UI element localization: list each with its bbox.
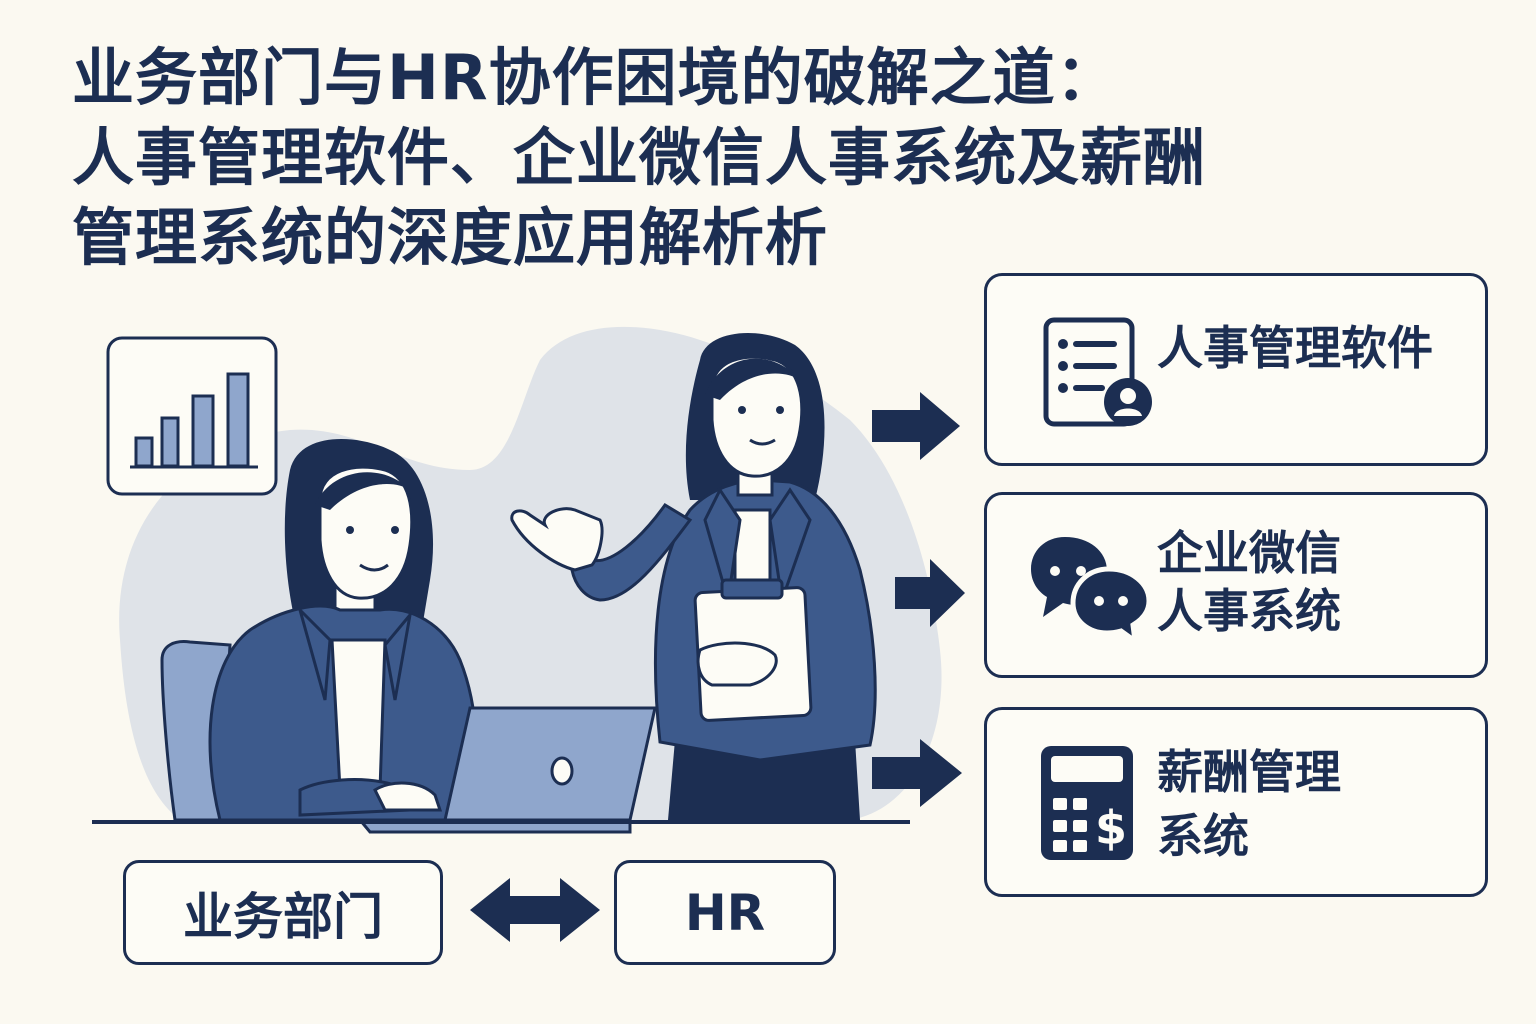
system-card-wecom-hr[interactable]: 企业微信 人事系统 <box>984 492 1488 678</box>
arrow-right-3 <box>872 739 962 807</box>
system-card-hr-software[interactable]: 人事管理软件 <box>984 273 1488 466</box>
system-label-payroll-2: 系统 <box>1157 809 1249 863</box>
title-line-2: 人事管理软件、企业微信人事系统及薪酬 <box>72 121 1207 194</box>
business-dept-box[interactable]: 业务部门 <box>123 860 443 965</box>
bar-chart-icon <box>106 336 278 496</box>
business-dept-label: 业务部门 <box>183 887 383 946</box>
hr-document-icon <box>1043 317 1152 427</box>
double-arrow <box>470 878 600 942</box>
system-card-payroll[interactable]: $ 薪酬管理 系统 <box>984 707 1488 897</box>
standing-woman <box>510 333 877 820</box>
arrow-right-2 <box>895 559 965 627</box>
hr-label: HR <box>684 883 766 942</box>
page-title: 业务部门与HR协作困境的破解之道： 人事管理软件、企业微信人事系统及薪酬 管理系… <box>72 38 1206 278</box>
svg-text:$: $ <box>1095 801 1127 855</box>
calculator-dollar-icon: $ <box>1041 746 1133 860</box>
system-label-payroll-1: 薪酬管理 <box>1157 745 1341 799</box>
system-label-wecom-hr-2: 人事系统 <box>1157 584 1341 638</box>
system-label-wecom-hr-1: 企业微信 <box>1157 526 1341 580</box>
title-line-3: 管理系统的深度应用解析析 <box>72 201 829 274</box>
title-line-1: 业务部门与HR协作困境的破解之道： <box>72 41 1119 114</box>
arrow-right-1 <box>872 392 960 460</box>
chat-bubbles-icon <box>1031 537 1152 643</box>
hr-box[interactable]: HR <box>614 860 836 965</box>
system-label-hr-software: 人事管理软件 <box>1157 321 1433 375</box>
